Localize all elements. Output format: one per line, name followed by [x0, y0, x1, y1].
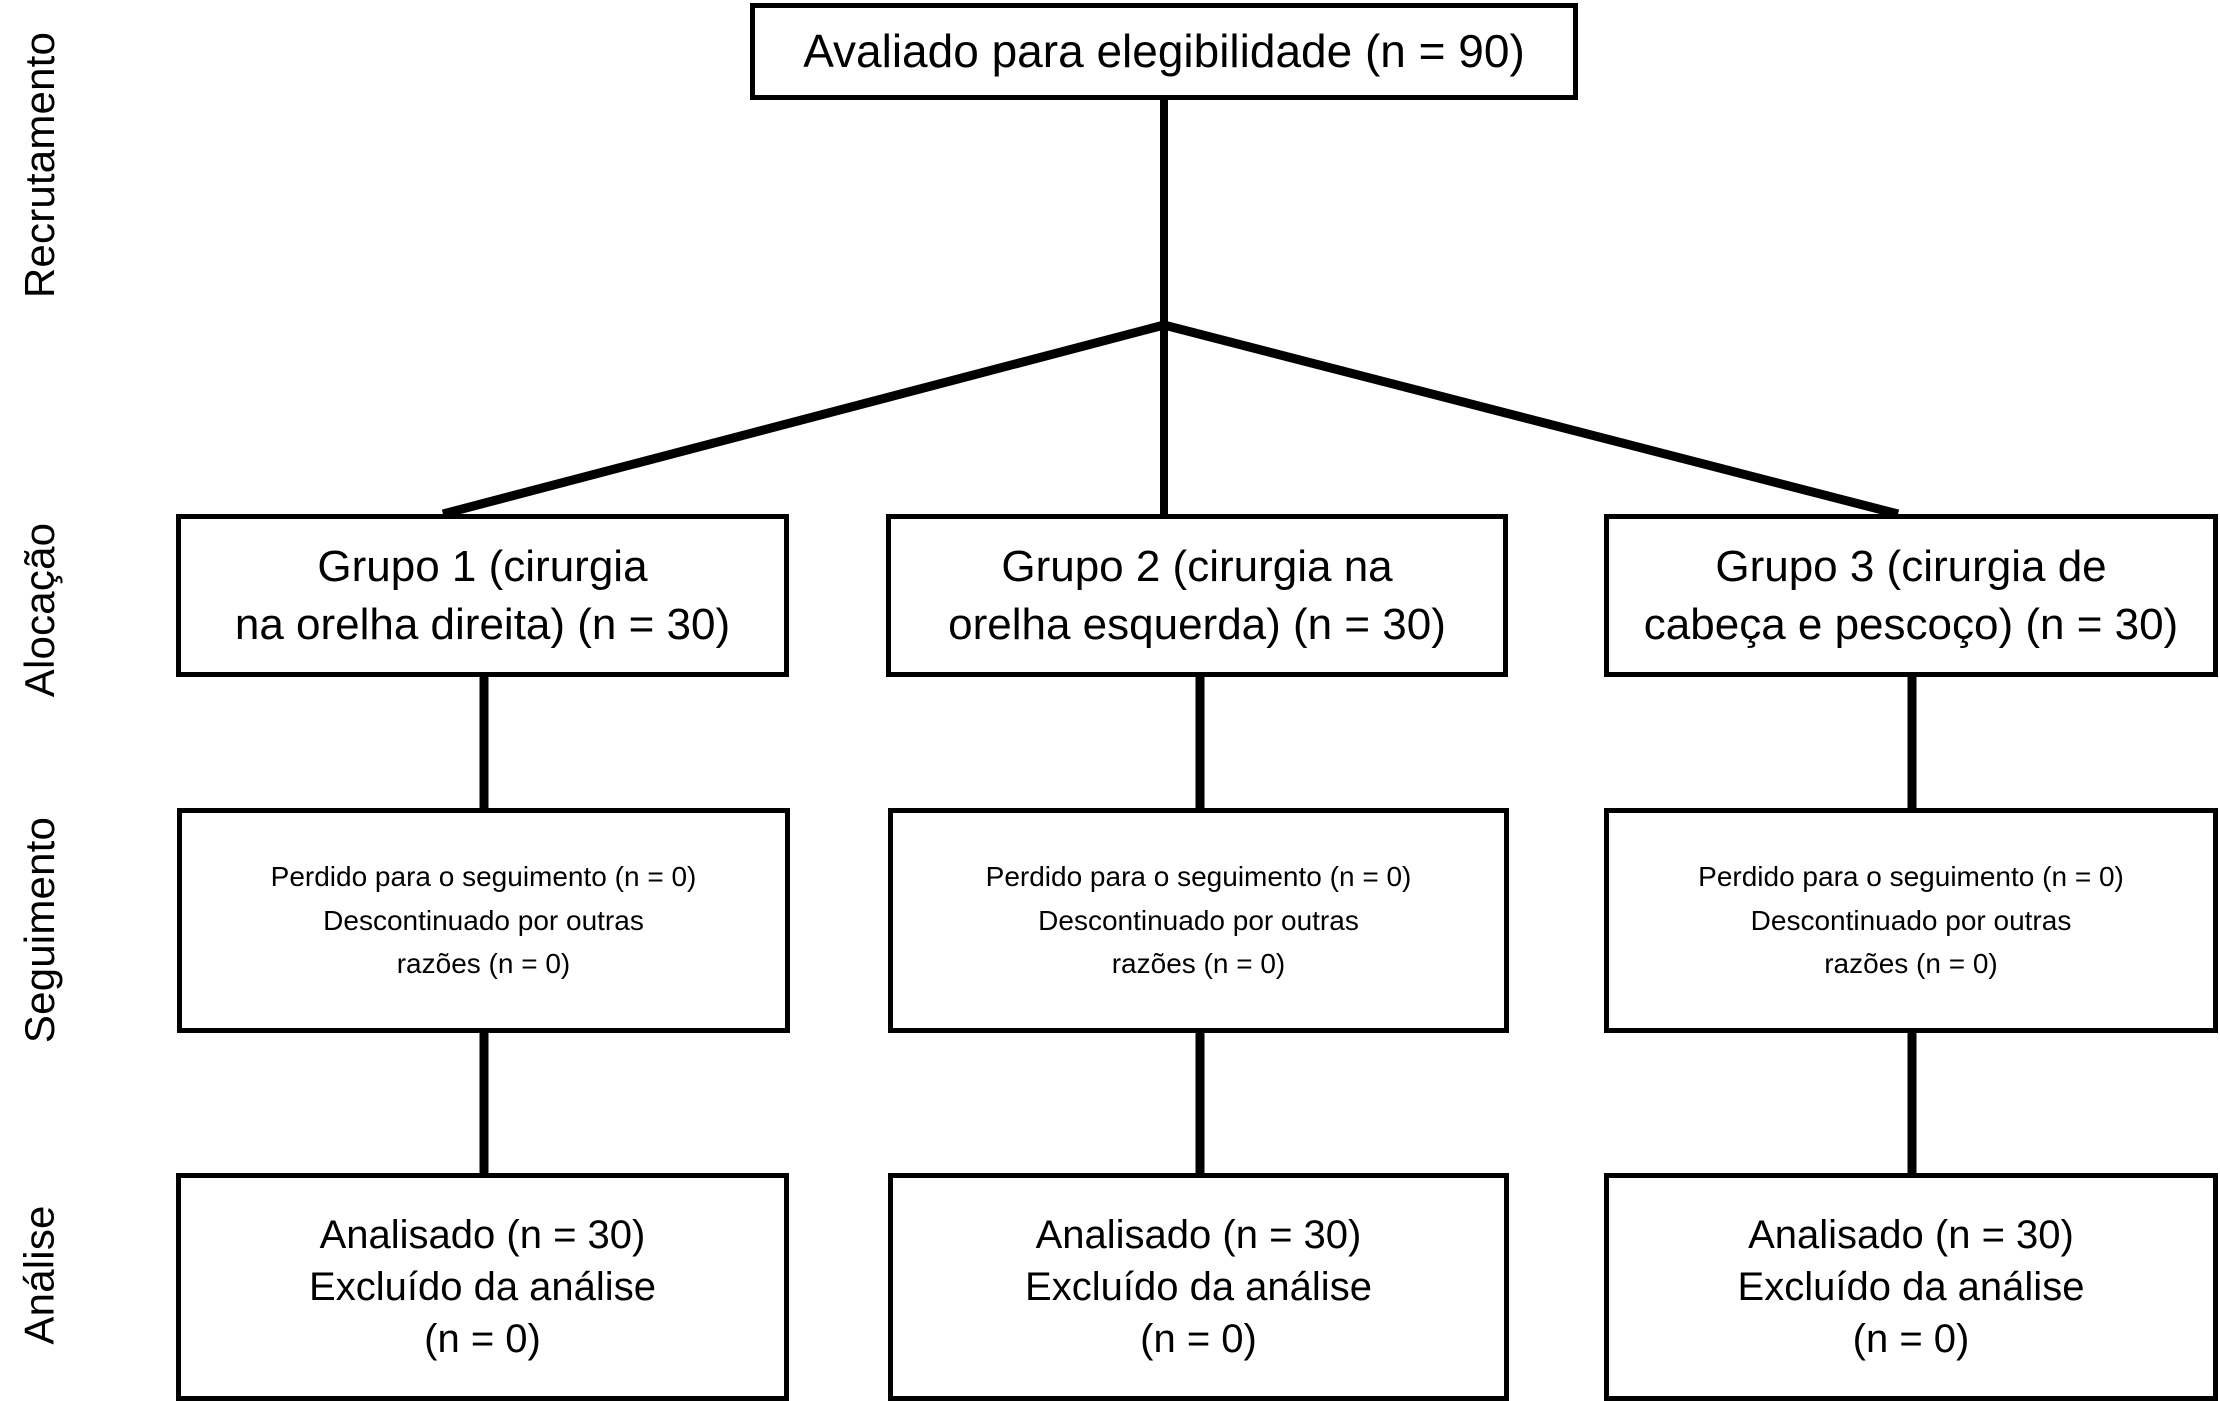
node-enrollment: Avaliado para elegibilidade (n = 90): [750, 3, 1578, 100]
node-followup1-line-2: Descontinuado por outras: [323, 904, 644, 936]
node-followup2-line-1: Perdido para o seguimento (n = 0): [985, 861, 1412, 893]
node-group3: Grupo 3 (cirurgia de cabeça e pescoço) (…: [1604, 514, 2218, 677]
node-analysis1-line-1: Analisado (n = 30): [319, 1213, 646, 1257]
node-group1-line-1: Grupo 1 (cirurgia: [317, 542, 648, 592]
node-followup3: Perdido para o seguimento (n = 0) Descon…: [1604, 808, 2218, 1033]
node-followup2-line-3: razões (n = 0): [1111, 948, 1286, 980]
node-analysis2: Analisado (n = 30) Excluído da análise (…: [888, 1173, 1509, 1401]
node-analysis1-line-3: (n = 0): [424, 1317, 541, 1361]
node-followup1-line-1: Perdido para o seguimento (n = 0): [270, 861, 697, 893]
stage-label-alocacao-text: Alocação: [16, 522, 64, 698]
node-analysis3: Analisado (n = 30) Excluído da análise (…: [1604, 1173, 2218, 1401]
stage-label-seguimento: Seguimento: [0, 770, 80, 1090]
node-analysis3-line-2: Excluído da análise: [1737, 1265, 2085, 1309]
node-group2: Grupo 2 (cirurgia na orelha esquerda) (n…: [886, 514, 1508, 677]
node-analysis2-line-2: Excluído da análise: [1025, 1265, 1372, 1309]
node-analysis2-line-3: (n = 0): [1140, 1317, 1257, 1361]
node-group2-line-2: orelha esquerda) (n = 30): [948, 599, 1446, 649]
node-group3-line-1: Grupo 3 (cirurgia de: [1715, 542, 2107, 592]
node-followup3-line-1: Perdido para o seguimento (n = 0): [1698, 861, 2124, 893]
stage-label-recrutamento-text: Recrutamento: [16, 31, 64, 299]
node-followup1-line-3: razões (n = 0): [396, 948, 571, 980]
node-followup3-line-3: razões (n = 0): [1824, 948, 1998, 980]
node-followup3-line-2: Descontinuado por outras: [1750, 904, 2072, 936]
node-group2-line-1: Grupo 2 (cirurgia na: [1001, 542, 1393, 592]
node-followup2: Perdido para o seguimento (n = 0) Descon…: [888, 808, 1509, 1033]
node-analysis3-line-3: (n = 0): [1852, 1317, 1970, 1361]
node-followup1: Perdido para o seguimento (n = 0) Descon…: [177, 808, 790, 1033]
node-group1-line-2: na orelha direita) (n = 30): [234, 599, 731, 649]
node-group1: Grupo 1 (cirurgia na orelha direita) (n …: [176, 514, 789, 677]
node-analysis1: Analisado (n = 30) Excluído da análise (…: [176, 1173, 789, 1401]
connector-branch-to-group3: [1162, 320, 1900, 519]
node-enrollment-line-1: Avaliado para elegibilidade (n = 90): [803, 24, 1525, 77]
stage-label-alocacao: Alocação: [0, 480, 80, 740]
node-followup2-line-2: Descontinuado por outras: [1038, 904, 1359, 936]
stage-label-analise-text: Análise: [16, 1205, 63, 1345]
node-analysis1-line-2: Excluído da análise: [309, 1265, 656, 1309]
stage-label-analise: Análise: [0, 1150, 80, 1400]
connector-branch-to-group1: [441, 320, 1166, 519]
stage-label-seguimento-text: Seguimento: [16, 816, 63, 1044]
node-analysis2-line-1: Analisado (n = 30): [1035, 1213, 1362, 1257]
node-group3-line-2: cabeça e pescoço) (n = 30): [1643, 599, 2179, 649]
stage-label-recrutamento: Recrutamento: [0, 0, 80, 330]
node-analysis3-line-1: Analisado (n = 30): [1748, 1213, 2074, 1257]
